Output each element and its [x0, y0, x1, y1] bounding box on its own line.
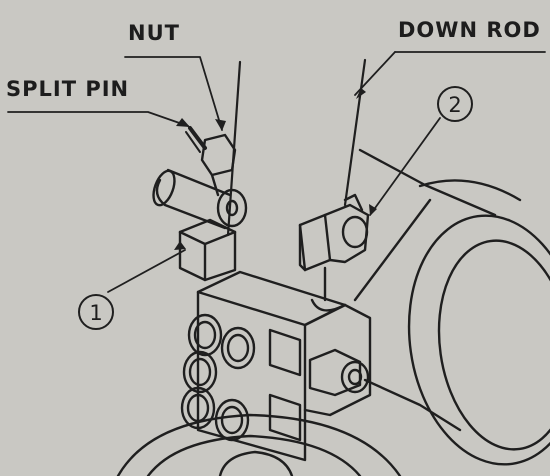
base-ring — [116, 413, 402, 476]
left-bracket — [152, 126, 248, 282]
callout-1-number: 1 — [89, 301, 102, 325]
down-rods — [226, 58, 367, 237]
nut-label: NUT — [128, 21, 180, 45]
arrowheads — [174, 88, 377, 250]
callout-2-number: 2 — [448, 93, 461, 117]
callout-2: 2 — [437, 86, 473, 122]
down-rod-label: DOWN ROD — [398, 18, 541, 42]
callout-1: 1 — [78, 294, 114, 330]
leader-lines — [7, 51, 546, 293]
motor-housing — [353, 148, 550, 466]
split-pin-label: SPLIT PIN — [6, 77, 130, 101]
port-cylinders — [180, 313, 256, 442]
manifold-block — [196, 266, 372, 462]
right-bracket — [298, 193, 370, 272]
